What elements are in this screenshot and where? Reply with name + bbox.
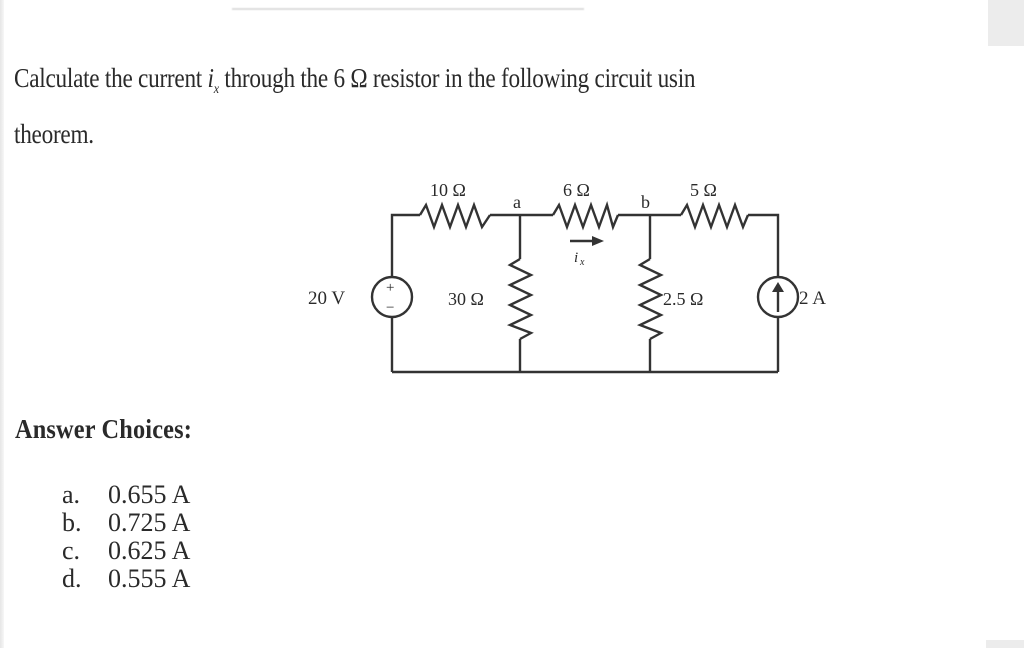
answers-title: Answer Choices:	[15, 414, 193, 444]
voltage-source	[370, 275, 414, 319]
choice-letter: c.	[62, 536, 81, 565]
answer-choice-b[interactable]: b. 0.725 A	[62, 509, 190, 537]
label-r25: 2.5 Ω	[663, 289, 703, 309]
node-a-label: a	[513, 192, 521, 212]
label-r30: 30 Ω	[448, 289, 484, 309]
answer-choice-d[interactable]: d. 0.555 A	[62, 565, 190, 593]
answer-choice-c[interactable]: c. 0.625 A	[62, 537, 190, 565]
current-source	[756, 275, 800, 319]
question-variable: ix	[207, 63, 220, 97]
resistor-30	[506, 257, 534, 341]
resistor-10	[418, 201, 491, 231]
node-b-label: b	[641, 192, 650, 212]
choice-value: 0.625 A	[108, 536, 191, 565]
answer-choice-a[interactable]: a. 0.655 A	[62, 481, 190, 509]
voltage-source-plus: +	[386, 280, 394, 296]
label-r10: 10 Ω	[430, 180, 466, 200]
resistor-5	[679, 201, 750, 231]
top-divider	[232, 8, 584, 10]
scrollbar-bottom[interactable]	[986, 640, 1024, 648]
choice-letter: b.	[62, 508, 82, 537]
wire-left	[390, 213, 420, 277]
ix-label-sub: x	[579, 257, 585, 268]
voltage-source-minus: −	[386, 300, 394, 316]
choice-value: 0.655 A	[108, 480, 191, 509]
current-source-label: 2 A	[799, 288, 826, 309]
label-r6: 6 Ω	[563, 180, 590, 200]
ix-label-var: i	[574, 250, 578, 266]
resistor-6	[551, 201, 620, 231]
question-text: Calculate the current ix through the 6 Ω…	[14, 56, 908, 156]
question-text-before: Calculate the current	[14, 63, 202, 93]
voltage-source-label: 20 V	[308, 288, 345, 309]
current-source-arrow-icon	[772, 282, 784, 292]
page-left-edge	[0, 0, 4, 648]
choice-letter: a.	[62, 480, 81, 509]
choice-value: 0.555 A	[108, 564, 191, 593]
choice-letter: d.	[62, 564, 82, 593]
resistor-2.5	[636, 257, 664, 341]
question-text-after: through the 6 Ω resistor in the followin…	[224, 63, 696, 93]
choice-value: 0.725 A	[108, 508, 191, 537]
question-line2: theorem.	[14, 119, 94, 149]
label-r5: 5 Ω	[690, 180, 717, 200]
answer-choices-list: a. 0.655 A b. 0.725 A c. 0.625 A d. 0.55…	[62, 481, 190, 593]
wire-right	[748, 213, 780, 277]
scrollbar-thumb[interactable]	[988, 0, 1024, 46]
ix-arrow-icon	[592, 236, 604, 246]
